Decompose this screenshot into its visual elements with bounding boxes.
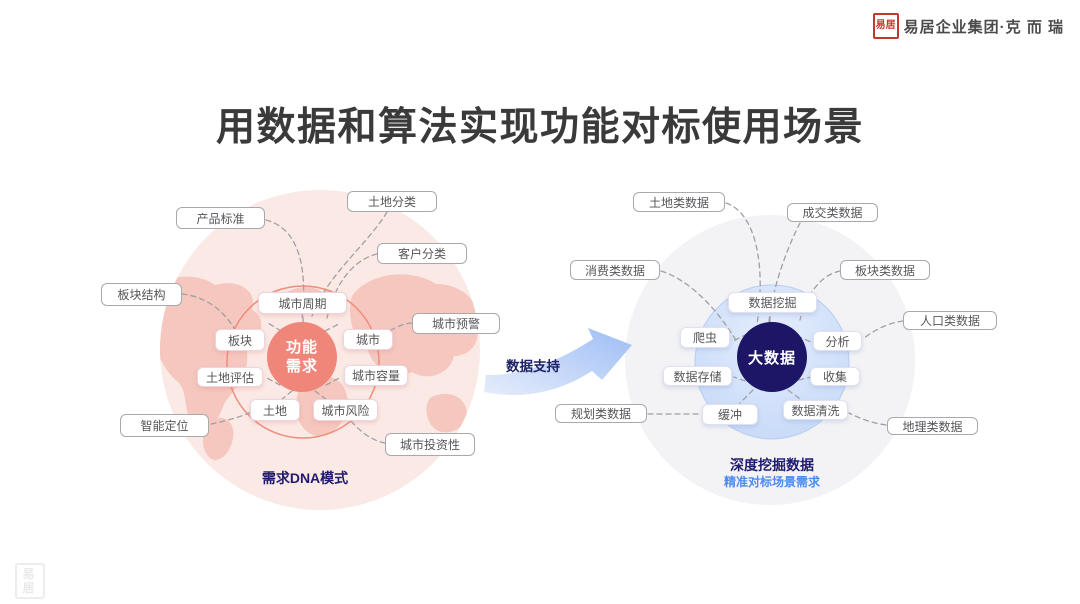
node-collection: 收集	[810, 367, 860, 386]
page-title: 用数据和算法实现功能对标使用场景	[215, 106, 864, 149]
right-center-circle: 大数据	[737, 322, 807, 392]
node-population-data: 人口类数据	[903, 311, 997, 330]
node-data-mining: 数据挖掘	[728, 292, 817, 313]
node-land-classification: 土地分类	[347, 191, 437, 212]
watermark-seal-icon: 易居	[15, 563, 45, 599]
node-city-capacity: 城市容量	[344, 365, 408, 386]
node-data-cleaning: 数据清洗	[783, 400, 848, 420]
node-customer-classification: 客户分类	[377, 243, 467, 264]
company-name: 易居企业集团·克 而 瑞	[903, 18, 1064, 36]
node-smart-positioning: 智能定位	[120, 414, 209, 437]
company-logo: 易居 易居企业集团·克 而 瑞	[872, 13, 1064, 39]
right-center-label: 大数据	[747, 349, 796, 367]
node-city: 城市	[343, 329, 393, 350]
node-land-evaluation: 土地评估	[197, 367, 263, 387]
node-sector-data: 板块类数据	[840, 260, 930, 280]
node-planning-data: 规划类数据	[555, 404, 647, 423]
node-data-storage: 数据存储	[663, 366, 732, 386]
left-center-circle: 功能需求	[267, 322, 337, 392]
left-caption: 需求DNA模式	[261, 470, 349, 486]
node-city-cycle: 城市周期	[258, 292, 347, 314]
node-product-standard: 产品标准	[176, 207, 265, 229]
node-transaction-data: 成交类数据	[787, 203, 878, 222]
node-crawler: 爬虫	[680, 327, 730, 348]
node-geographic-data: 地理类数据	[887, 417, 978, 435]
node-buffer: 缓冲	[702, 404, 758, 425]
arrow-label: 数据支持	[506, 359, 560, 374]
node-sector-structure: 板块结构	[101, 283, 182, 306]
node-city-risk: 城市风险	[313, 399, 378, 421]
node-city-warning: 城市预警	[412, 313, 500, 334]
node-analysis: 分析	[813, 331, 862, 351]
node-sector: 板块	[215, 329, 265, 351]
node-land: 土地	[250, 399, 300, 421]
arrow-icon	[484, 328, 632, 396]
node-city-investability: 城市投资性	[385, 433, 475, 456]
node-consumption-data: 消费类数据	[570, 260, 660, 280]
right-subcaption: 精准对标场景需求	[723, 475, 820, 489]
node-land-data: 土地类数据	[633, 192, 725, 212]
right-caption: 深度挖掘数据	[730, 457, 814, 473]
left-center-label: 功能需求	[285, 338, 318, 376]
company-seal-icon: 易居	[872, 13, 899, 39]
